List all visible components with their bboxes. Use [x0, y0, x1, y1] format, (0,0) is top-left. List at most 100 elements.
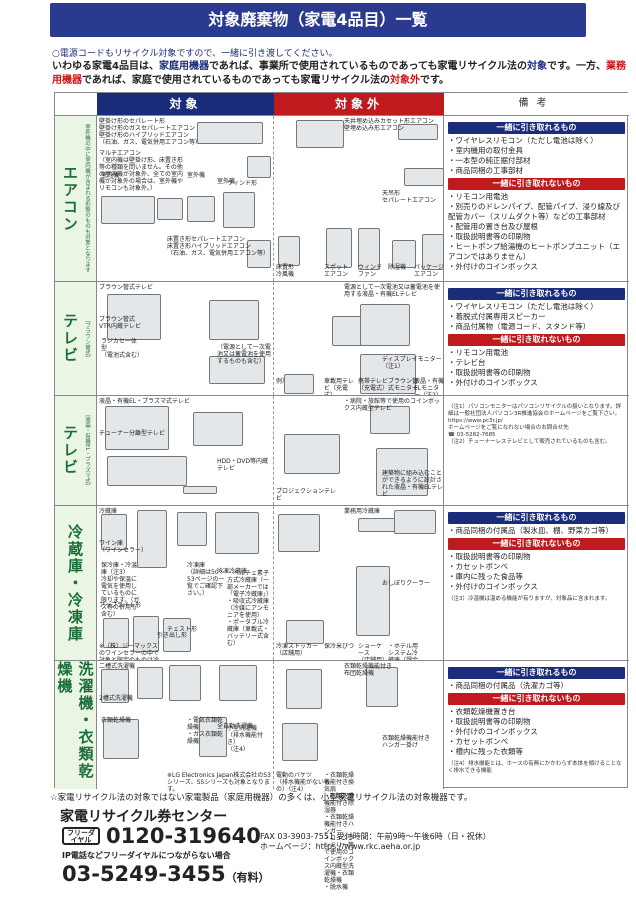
appliance-illustration: [101, 514, 127, 550]
ok-item: ・商品同梱の付属品（製氷皿、棚、野菜カゴ等）: [448, 526, 613, 535]
appliance-illustration: [398, 124, 438, 140]
appliance-illustration: [358, 228, 380, 270]
target-item-label: マルチエアコン （室内機は壁掛け形、床置き形等の種類を問いません。その他の室内機…: [99, 150, 184, 192]
header-target: 対象: [97, 93, 274, 115]
appliance-illustration: [209, 300, 259, 340]
target-item-label: 冷凍冷蔵庫: [217, 568, 248, 575]
appliance-illustration: [107, 294, 161, 340]
appliance-illustration: [422, 234, 444, 270]
paid-phone-number: 03-5249-3455（有料）: [62, 862, 270, 886]
ok-item: ・一本型の純正据付部材: [448, 156, 531, 165]
appliance-illustration: [101, 196, 155, 224]
ok-heading: 一緒に引き取れるもの: [448, 667, 625, 679]
ng-item: ・テレビ台: [448, 358, 486, 367]
appliance-illustration: [103, 719, 139, 759]
appliance-illustration: [107, 456, 187, 486]
target-item-label: ※LG Electronics Japan株式会社のS3シリーズ、S5シリーズも…: [167, 772, 271, 793]
ok-item: ・商品同梱の付属品（洗濯カゴ等）: [448, 681, 568, 690]
ok-item: ・室内機用の取付金具: [448, 146, 523, 155]
appliance-illustration: [394, 510, 436, 534]
nontarget-item-label: 業務用冷蔵庫: [344, 508, 381, 515]
appliance-illustration: [284, 434, 340, 474]
remarks-column: 一緒に引き取れるもの・商品同梱の付属品（製氷皿、棚、野菜カゴ等）一緒に引き取れな…: [444, 506, 629, 660]
nontarget-column: 衣類乾燥機能付き 布団乾燥機衣類乾燥機能付き ハンガー掛け電動のバケツ （排水機…: [274, 661, 444, 891]
appliance-illustration: [404, 168, 444, 186]
fax-line: FAX 03-3903-7551 受付時間：午前9時〜午後6時（日・祝休）: [260, 832, 491, 841]
nontarget-item-label: ・病院・旅館等で使用のコインボックス内蔵型テレビ: [344, 398, 441, 412]
target-item-label: 冷蔵庫: [99, 508, 118, 515]
ok-item: ・商品付属物（電源コード、スタンド等）: [448, 322, 591, 331]
nontarget-item-label: プロジェクションテレビ: [276, 488, 337, 502]
appliance-illustration: [137, 667, 163, 699]
item-table: 対象 対象外 備考 エアコン室外機の中に室内機が含まれる形態のものも対象となりま…: [54, 92, 629, 891]
ng-item: ・リモコン用電池: [448, 348, 508, 357]
ng-heading: 一緒に引き取れないもの: [448, 693, 625, 705]
target-item-label: 引き出し形: [157, 632, 188, 639]
nontarget-item-label: 電動のバケツ （排水機能がないもの）（注4）: [276, 772, 331, 793]
target-item-label: チェスト形: [167, 626, 198, 633]
nontarget-item-label: ブラウン管式モニター: [388, 378, 419, 392]
nontarget-item-label: 建築物に組み込むことができるように設計された液晶・有機ELテレビ: [382, 470, 444, 498]
appliance-illustration: [278, 514, 320, 552]
appliance-illustration: [193, 412, 243, 446]
target-item-label: 小型洗濯機 （排水機能付き） （注4）: [227, 725, 264, 753]
ng-item: ・取扱説明書等の印刷物: [448, 368, 531, 377]
appliance-illustration: [360, 304, 410, 346]
appliance-illustration: [366, 667, 398, 707]
target-item-label: ラジカセ一体型 （電池式含む）: [101, 338, 144, 359]
lead-paragraph: いわゆる家電4品目は、家庭用機器であれば、事業所で使用されているものであっても家…: [52, 61, 626, 86]
category-subnote: 室外機の中に室内機が含まれる形態のものも対象となります: [84, 124, 90, 273]
nontarget-item-label: ディスプレイモニター（注1）: [382, 356, 442, 370]
header-nontarget: 対象外: [274, 93, 444, 115]
freedial-icon: フリーダイヤル: [62, 827, 100, 845]
target-item-label: 室外機: [217, 178, 236, 185]
appliance-illustration: [103, 618, 129, 648]
appliance-illustration: [356, 566, 390, 636]
target-item-label: アップライト形: [99, 602, 142, 609]
appliance-illustration: [219, 665, 257, 701]
ng-item: ・カセットボンベ: [448, 737, 508, 746]
ng-item: ・衣類乾燥機置き台: [448, 707, 516, 716]
nontarget-item-label: 除湿機: [388, 264, 407, 271]
ok-item: ・商品同梱の工事部材: [448, 166, 523, 175]
target-item-label: （電源として一次電池又は蓄電池を使用するものも含む）: [217, 344, 272, 365]
nontarget-item-label: パッケージ エアコン: [414, 264, 444, 278]
target-item-label: ブラウン管式 VTR内蔵テレビ: [99, 316, 141, 330]
appliance-illustration: [296, 120, 344, 148]
remarks-footnote: （注3）冷温機は温める機能が有りますが、対象品に含まれます。: [448, 596, 611, 602]
appliance-illustration: [282, 723, 318, 761]
ng-item: ・カセットボンベ: [448, 562, 508, 571]
tel-number: 03-5249-3455: [62, 862, 226, 886]
appliance-illustration: [360, 354, 416, 394]
ng-item: ・ヒートポンプ給湯機のヒートポンプユニット（エアコンではありません）: [448, 242, 621, 261]
ng-heading: 一緒に引き取れないもの: [448, 178, 625, 190]
appliance-illustration: [197, 122, 263, 144]
ng-item: ・外付けのコインボックス: [448, 378, 538, 387]
ok-item: ・ワイヤレスリモコン（ただし電池は除く）: [448, 136, 598, 145]
ng-item: ・外付けのコインボックス: [448, 727, 538, 736]
target-column: 冷蔵庫冷凍冷蔵庫 ワイン庫 （ワインセラー） 保冷庫・冷温庫（注3） 冷却や保温に電…: [97, 506, 274, 671]
nontarget-column: ・病院・旅館等で使用のコインボックス内蔵型テレビ建築物に組み込むことができるよう…: [274, 396, 444, 505]
nontarget-item-label: 天吊形 セパレートエアコン: [382, 190, 437, 204]
nontarget-item-label: 床置形 冷風機: [276, 264, 295, 278]
category-label: 冷蔵庫・冷凍庫: [55, 506, 97, 660]
nontarget-item-label: 天井埋め込みカセット形エアコン 壁埋め込み形エアコン: [344, 118, 435, 132]
target-item-label: 床置き形セパレートエアコン 床置き形ハイブリッドエアコン （石油、ガス、電気併用…: [167, 236, 270, 257]
target-item-label: 冷凍庫 （詳細は50〜53ページの一覧でご確認下さい。）: [187, 562, 225, 597]
category-name: 冷蔵庫・冷凍庫: [66, 523, 84, 643]
target-item-label: 保冷庫・冷温庫（注3） 冷却や保温に電気を使用しているものに限ります。（ガス等の…: [101, 562, 140, 618]
category-row: エアコン室外機の中に室内機が含まれる形態のものも対象となります壁掛け形のセパレー…: [55, 115, 629, 281]
nontarget-item-label: 保冷米びつ: [324, 643, 355, 650]
target-item-label: ワイン庫 （ワインセラー）: [99, 540, 148, 554]
power-cord-notice: ○電源コードもリサイクル対象ですので、一緒に引き渡してください。: [52, 49, 338, 59]
category-subnote: （ブラウン管式）: [84, 316, 90, 361]
nontarget-item-label: 衣類乾燥機能付き 布団乾燥機: [344, 663, 393, 677]
appliance-illustration: [215, 512, 259, 554]
ng-item: ・槽内に残った衣類等: [448, 747, 523, 756]
appliance-illustration: [286, 620, 324, 644]
appliance-illustration: [105, 406, 169, 450]
remarks-column: （注1）パソコンモニターはパソコンリサイクルの扱いとなります。詳細は一般社団法人…: [444, 396, 629, 505]
category-name: テレビ: [61, 425, 79, 476]
